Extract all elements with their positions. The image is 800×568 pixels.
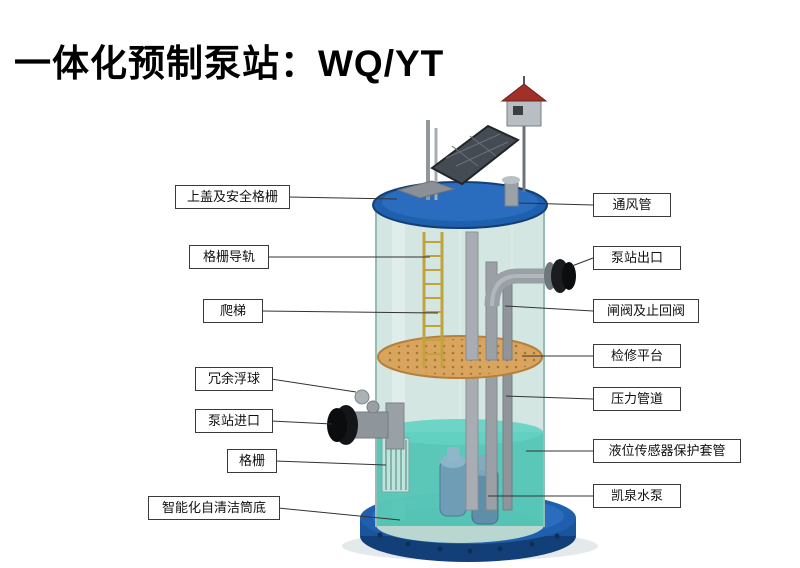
inlet-pipe (327, 402, 405, 450)
ventilation-pipe (502, 176, 520, 207)
maintenance-platform (377, 335, 543, 379)
ladder (422, 232, 444, 368)
label-top-cover-safety-grille: 上盖及安全格栅 (175, 185, 290, 209)
roof-box (500, 76, 548, 192)
connector-lines (260, 196, 594, 521)
pipes-upper (465, 231, 513, 361)
top-lid (372, 181, 548, 229)
label-ventilation-pipe: 通风管 (593, 193, 671, 217)
outlet-pipe (484, 259, 576, 307)
base-bolts (377, 532, 560, 554)
label-station-outlet: 泵站出口 (593, 246, 681, 270)
float-balls (354, 389, 380, 414)
pipes-lower (465, 359, 513, 511)
label-kaiquan-pump: 凯泉水泵 (593, 484, 681, 508)
label-redundant-float: 冗余浮球 (195, 367, 273, 391)
label-ladder: 爬梯 (203, 299, 263, 323)
label-self-cleaning-bottom: 智能化自清洁筒底 (148, 496, 280, 520)
lid-equipment (396, 76, 548, 207)
label-pressure-pipeline: 压力管道 (593, 387, 681, 411)
label-gate-check-valve: 闸阀及止回阀 (593, 299, 699, 323)
label-grille-guide-rail: 格栅导轨 (189, 245, 269, 269)
label-maintenance-platform: 检修平台 (593, 344, 681, 368)
label-station-inlet: 泵站进口 (195, 409, 273, 433)
page-title: 一体化预制泵站：WQ/YT (14, 42, 445, 84)
solar-panel (430, 124, 520, 186)
label-grille: 格栅 (227, 449, 277, 473)
label-level-sensor-sleeve: 液位传感器保护套管 (593, 439, 741, 463)
